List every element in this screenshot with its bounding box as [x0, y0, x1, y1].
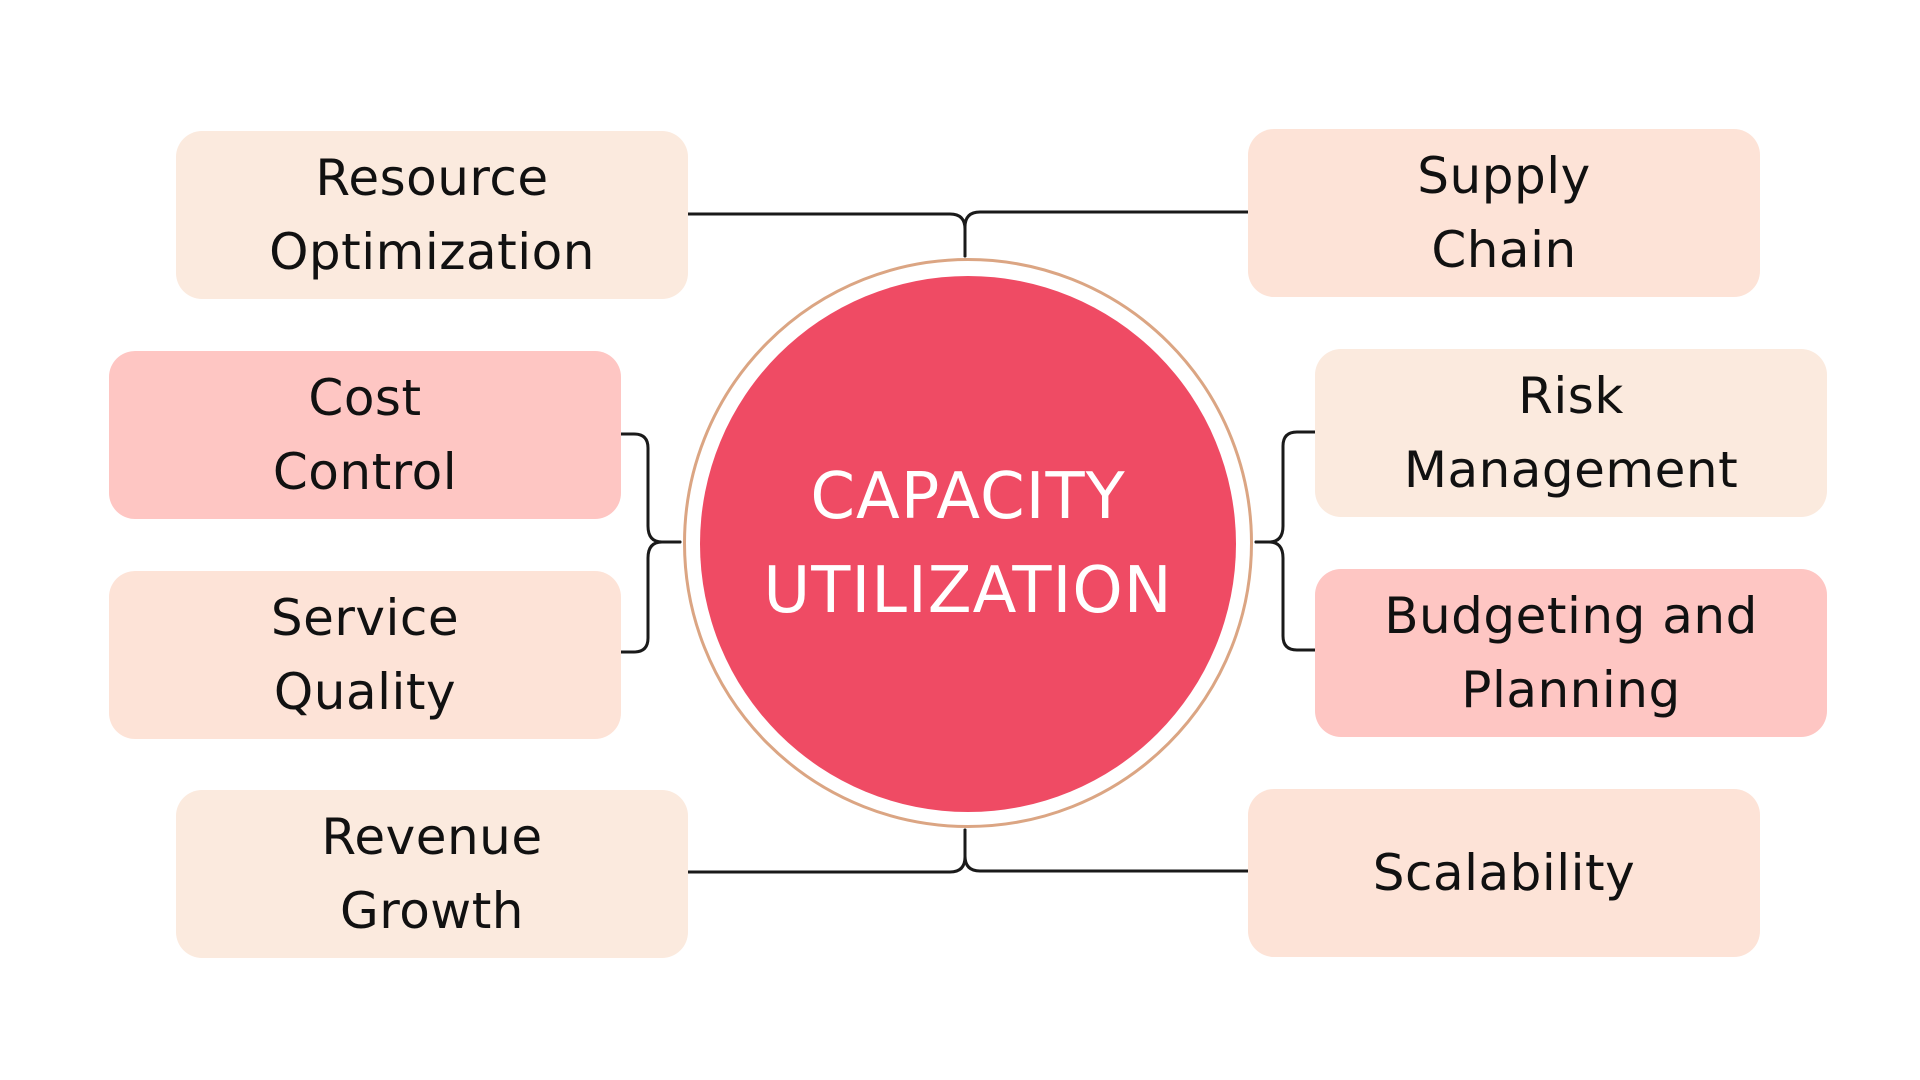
node-label-line: Service: [270, 589, 460, 647]
connector-budgeting-and-planning: [1254, 540, 1317, 652]
node-label-line: Management: [1403, 441, 1739, 499]
connector-resource-optimization: [686, 212, 967, 258]
node-label-line: Budgeting and: [1384, 587, 1758, 645]
node-label-line: Revenue: [321, 808, 543, 866]
node-label-line: Supply: [1417, 147, 1591, 205]
hub-title-line-2: UTILIZATION: [763, 554, 1173, 628]
node-label-line: Chain: [1431, 221, 1577, 279]
node-risk-management: Risk Management: [1315, 349, 1827, 517]
node-cost-control: Cost Control: [109, 351, 621, 519]
node-supply-chain: Supply Chain: [1248, 129, 1760, 297]
node-resource-optimization: Resource Optimization: [176, 131, 688, 299]
node-label-line: Growth: [340, 882, 524, 940]
node-label-line: Cost: [308, 369, 422, 427]
connector-scalability: [963, 828, 1250, 873]
node-label-line: Planning: [1461, 661, 1681, 719]
node-service-quality: Service Quality: [109, 571, 621, 739]
node-label-line: Resource: [315, 149, 549, 207]
node-label-line: Scalability: [1372, 844, 1636, 902]
connector-supply-chain: [963, 210, 1250, 258]
node-budgeting-and-planning: Budgeting and Planning: [1315, 569, 1827, 737]
hub-title-line-1: CAPACITY: [810, 460, 1126, 534]
connector-service-quality: [619, 540, 682, 654]
node-label-line: Risk: [1518, 367, 1624, 425]
node-label-line: Control: [272, 443, 458, 501]
node-label-line: Quality: [273, 663, 457, 721]
node-revenue-growth: Revenue Growth: [176, 790, 688, 958]
connector-risk-management: [1254, 430, 1317, 544]
connector-cost-control: [619, 432, 682, 544]
hub-circle: CAPACITY UTILIZATION: [700, 276, 1236, 812]
node-label-line: Optimization: [269, 223, 595, 281]
node-scalability: Scalability: [1248, 789, 1760, 957]
connector-revenue-growth: [686, 828, 967, 874]
